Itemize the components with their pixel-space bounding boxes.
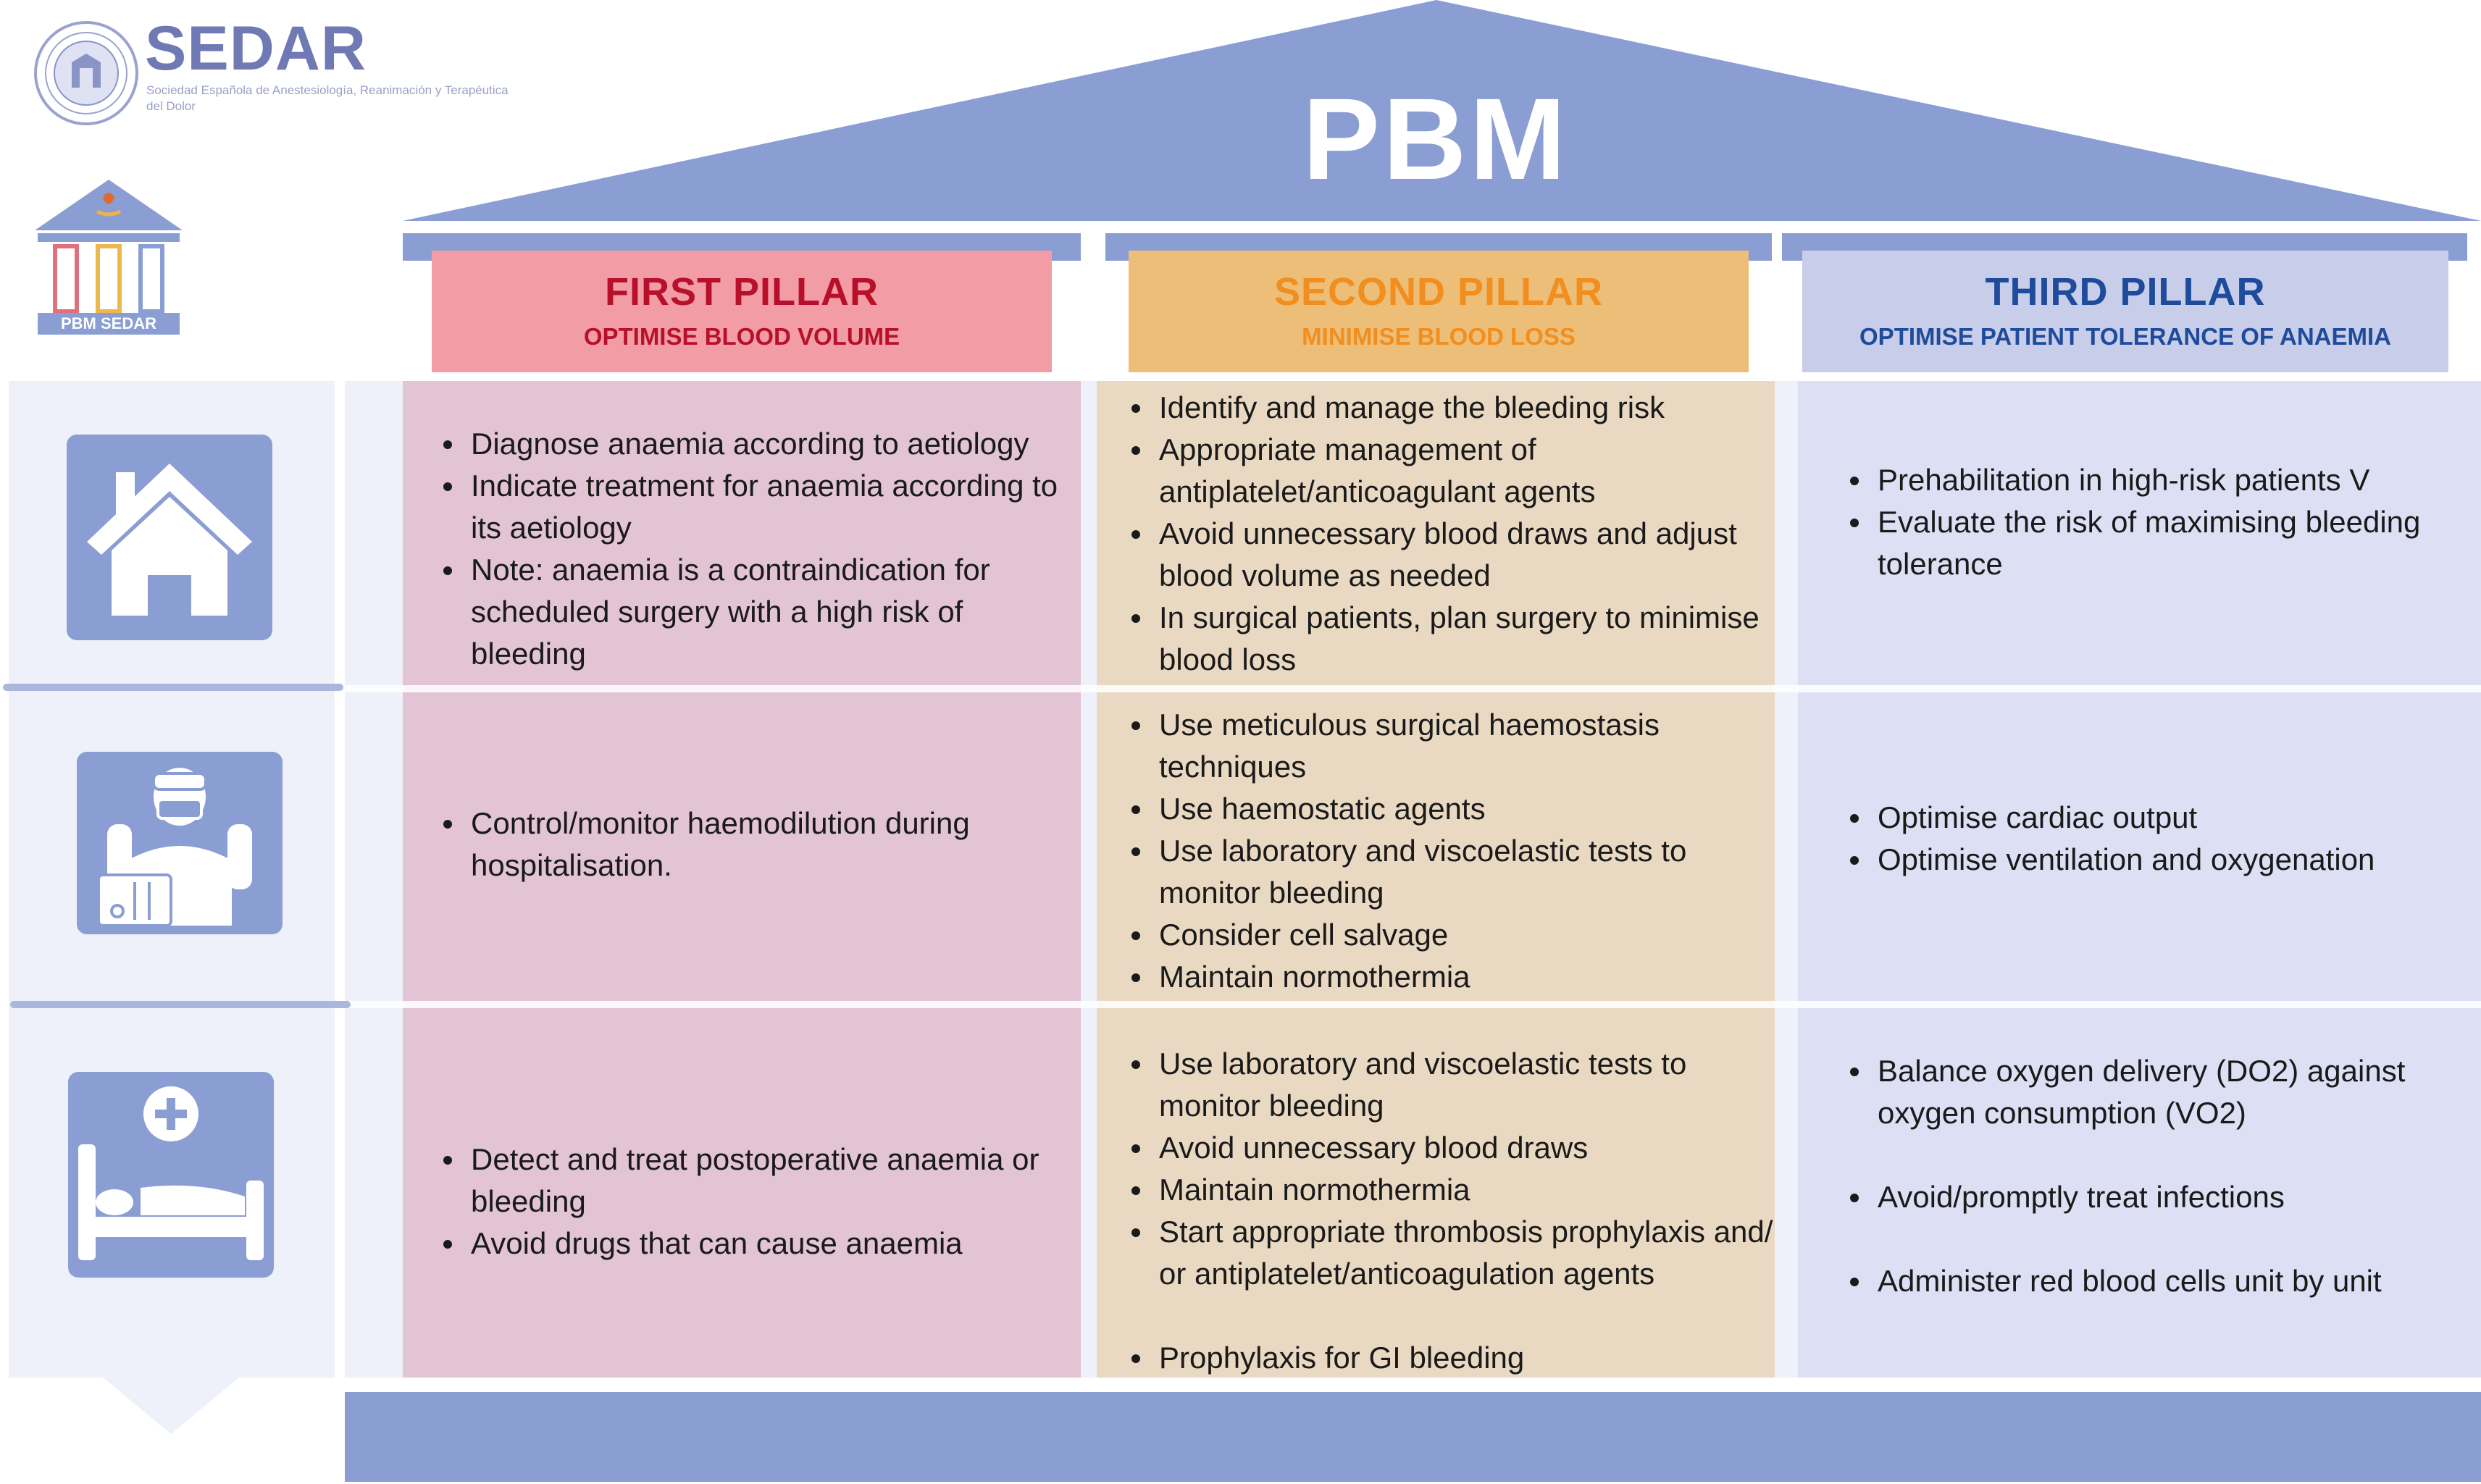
pillar-title: THIRD PILLAR xyxy=(1985,270,2266,314)
list-item: Evaluate the risk of maximising bleeding… xyxy=(1850,501,2464,585)
list-item: Identify and manage the bleeding risk xyxy=(1131,387,1775,429)
list-item: Indicate treatment for anaemia according… xyxy=(443,465,1072,549)
pillar-column-1 xyxy=(403,381,1081,1378)
cell-intraoperative-third-pillar: Optimise cardiac output Optimise ventila… xyxy=(1841,797,2464,881)
pillar-header-2: SECOND PILLAR MINIMISE BLOOD LOSS xyxy=(1129,251,1749,372)
cell-intraoperative-first-pillar: Control/monitor haemodilution during hos… xyxy=(435,802,1072,886)
pillar-subtitle: OPTIMISE BLOOD VOLUME xyxy=(583,323,900,350)
list-item: Use laboratory and viscoelastic tests to… xyxy=(1131,1043,1775,1127)
pillar-column-3 xyxy=(1798,381,2481,1378)
pillar-column-2 xyxy=(1097,381,1775,1378)
list-item: Administer red blood cells unit by unit xyxy=(1850,1260,2464,1302)
logo-name: SEDAR xyxy=(145,14,367,83)
cell-postoperative-second-pillar: Use laboratory and viscoelastic tests to… xyxy=(1123,1043,1775,1379)
pillar-subtitle: OPTIMISE PATIENT TOLERANCE OF ANAEMIA xyxy=(1859,323,2391,350)
list-item: Note: anaemia is a contraindication for … xyxy=(443,549,1072,675)
row-divider xyxy=(345,1001,2481,1008)
phase-arrow xyxy=(101,1376,240,1434)
list-item: Prophylaxis for GI bleeding xyxy=(1131,1337,1775,1379)
logo-subtitle: Sociedad Española de Anestesiología, Rea… xyxy=(146,83,509,113)
list-item: Control/monitor haemodilution during hos… xyxy=(443,802,1072,886)
list-item: Maintain normothermia xyxy=(1131,1169,1775,1211)
list-item: Detect and treat postoperative anaemia o… xyxy=(443,1139,1072,1223)
phase-divider xyxy=(3,684,343,691)
pbm-sedar-badge: PBM SEDAR xyxy=(32,177,185,336)
pillar-subtitle: MINIMISE BLOOD LOSS xyxy=(1302,323,1576,350)
home-icon xyxy=(67,435,272,640)
list-item: Use meticulous surgical haemostasis tech… xyxy=(1131,704,1775,788)
surgeon-icon xyxy=(77,752,283,934)
list-item: Appropriate management of antiplatelet/a… xyxy=(1131,429,1775,513)
list-item: Optimise ventilation and oxygenation xyxy=(1850,839,2464,881)
row-divider xyxy=(345,685,2481,692)
phase-divider xyxy=(10,1001,351,1008)
list-item: Maintain normothermia xyxy=(1131,956,1775,998)
cell-intraoperative-second-pillar: Use meticulous surgical haemostasis tech… xyxy=(1123,704,1775,998)
list-item: Use laboratory and viscoelastic tests to… xyxy=(1131,830,1775,914)
sedar-seal-icon xyxy=(32,19,141,127)
list-item: Prehabilitation in high-risk patients V xyxy=(1850,459,2464,501)
list-item: Balance oxygen delivery (DO2) against ox… xyxy=(1850,1050,2464,1134)
temple-base xyxy=(345,1392,2481,1482)
cell-preoperative-second-pillar: Identify and manage the bleeding risk Ap… xyxy=(1123,387,1775,681)
pillar-title: FIRST PILLAR xyxy=(605,270,879,314)
list-item: Start appropriate thrombosis prophylaxis… xyxy=(1131,1211,1775,1295)
hospital-bed-icon xyxy=(68,1072,274,1278)
list-item: Avoid unnecessary blood draws xyxy=(1131,1127,1775,1169)
badge-label: PBM SEDAR xyxy=(60,314,156,332)
list-item: Diagnose anaemia according to aetiology xyxy=(443,423,1072,465)
roof-title: PBM xyxy=(1302,74,1569,204)
cell-postoperative-first-pillar: Detect and treat postoperative anaemia o… xyxy=(435,1139,1072,1265)
list-item: Use haemostatic agents xyxy=(1131,788,1775,830)
list-item: Avoid drugs that can cause anaemia xyxy=(443,1223,1072,1265)
list-item: In surgical patients, plan surgery to mi… xyxy=(1131,597,1775,681)
pillar-header-1: FIRST PILLAR OPTIMISE BLOOD VOLUME xyxy=(432,251,1052,372)
cell-preoperative-third-pillar: Prehabilitation in high-risk patients V … xyxy=(1841,459,2464,585)
pillar-header-3: THIRD PILLAR OPTIMISE PATIENT TOLERANCE … xyxy=(1802,251,2448,372)
cell-postoperative-third-pillar: Balance oxygen delivery (DO2) against ox… xyxy=(1841,1050,2464,1302)
list-item: Consider cell salvage xyxy=(1131,914,1775,956)
cell-preoperative-first-pillar: Diagnose anaemia according to aetiology … xyxy=(435,423,1072,675)
list-item: Avoid unnecessary blood draws and adjust… xyxy=(1131,513,1775,597)
pillar-title: SECOND PILLAR xyxy=(1273,270,1604,314)
roof xyxy=(403,0,2481,225)
list-item: Avoid/promptly treat infections xyxy=(1850,1176,2464,1218)
list-item: Optimise cardiac output xyxy=(1850,797,2464,839)
